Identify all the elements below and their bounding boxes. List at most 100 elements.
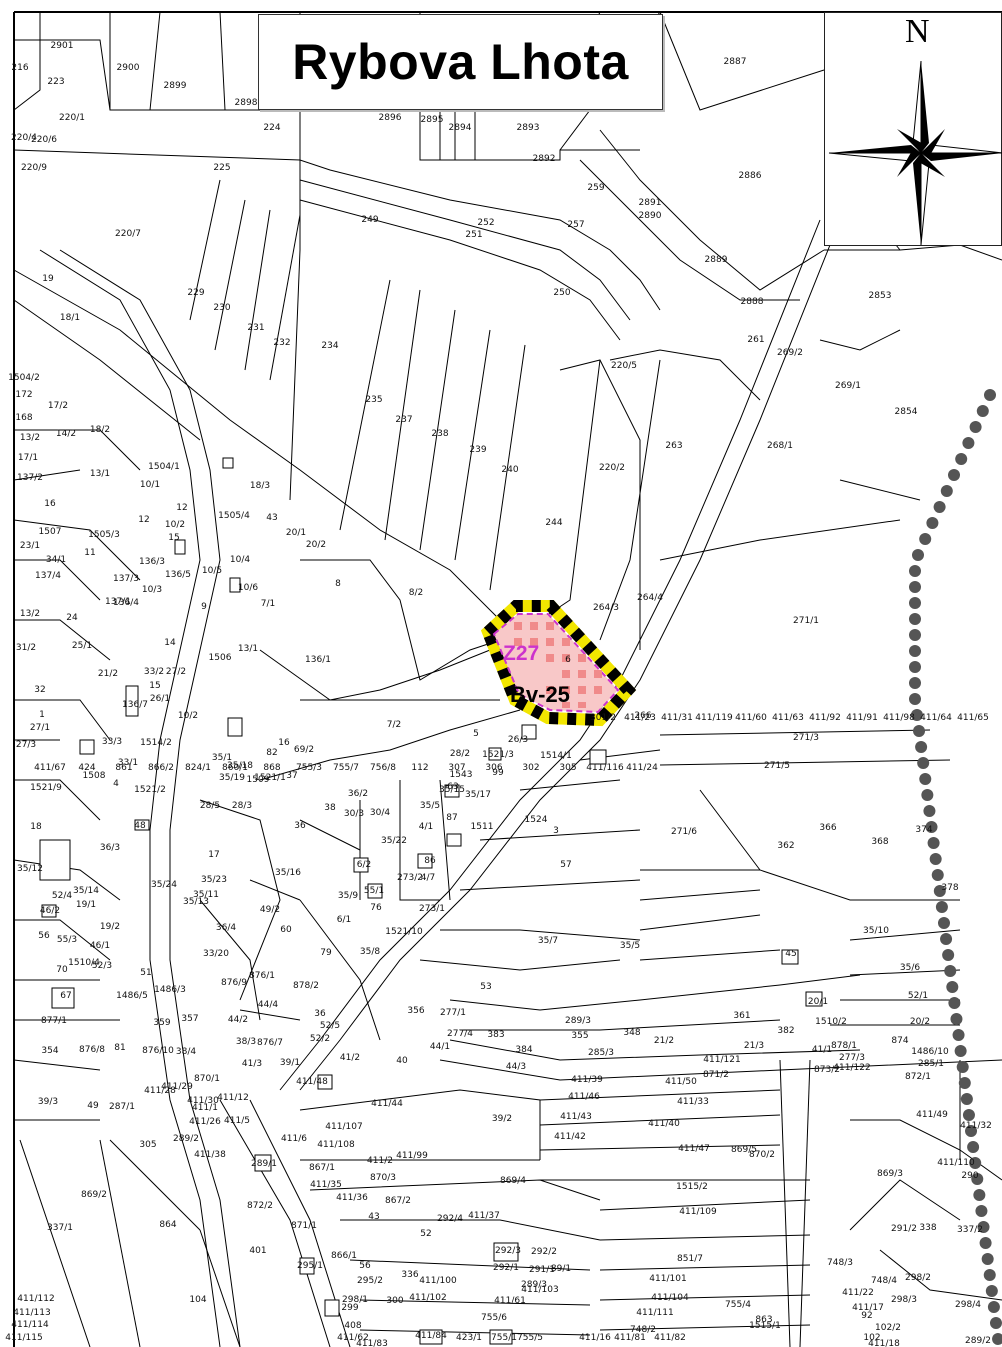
parcel-number-label: 269/2 (777, 348, 803, 358)
parcel-number-label: 306 (485, 763, 502, 773)
parcel-number-label: 48 (134, 821, 146, 831)
parcel-number-label: 6/2 (357, 860, 371, 870)
parcel-number-label: 277/3 (839, 1053, 865, 1063)
parcel-number-label: 3 (553, 826, 559, 836)
parcel-number-label: 2892 (533, 154, 556, 164)
parcel-number-label: 411/108 (317, 1140, 355, 1150)
parcel-number-label: 874 (891, 1036, 908, 1046)
parcel-number-label: 824/1 (185, 763, 211, 773)
parcel-number-label: 35/7 (538, 936, 558, 946)
parcel-number-label: 10/2 (165, 520, 185, 530)
parcel-number-label: 870/1 (194, 1074, 220, 1084)
parcel-number-label: 411/84 (415, 1331, 447, 1341)
boundary-dot (925, 821, 938, 833)
parcel-number-label: 52/4 (52, 891, 72, 901)
parcel-number-label: 411/38 (194, 1150, 226, 1160)
parcel-number-label: 301/2 (590, 713, 616, 723)
parcel-number-label: 26/3 (508, 735, 528, 745)
parcel-number-label: 102 (863, 1333, 880, 1343)
parcel-number-label: 137/4 (35, 571, 61, 581)
parcel-number-label: 292/3 (495, 1246, 521, 1256)
parcel-number-label: 338 (919, 1223, 936, 1233)
parcel-number-label: 411/98 (883, 713, 915, 723)
parcel-number-label: 411/60 (735, 713, 767, 723)
parcel-number-label: 37 (286, 771, 297, 781)
boundary-dot (909, 597, 921, 609)
parcel-number-label: 33/20 (203, 949, 229, 959)
parcel-number-label: 43 (266, 513, 277, 523)
parcel-number-label: 411/12 (217, 1093, 249, 1103)
parcel-number-label: 39/1 (280, 1058, 300, 1068)
parcel-number-label: 36 (294, 821, 306, 831)
parcel-number-label: 14 (164, 638, 176, 648)
parcel-number-label: 229 (187, 288, 204, 298)
parcel-number-label: 411/100 (419, 1276, 457, 1286)
parcel-number-label: 49/2 (260, 905, 280, 915)
boundary-dot (985, 1285, 998, 1297)
parcel-number-label: 411/23 (624, 713, 656, 723)
parcel-number-label: 28/5 (200, 801, 220, 811)
parcel-number-label: 231 (247, 323, 264, 333)
parcel-number-label: 35/12 (17, 864, 43, 874)
parcel-number-label: 52 (420, 1229, 431, 1239)
parcel-number-label: 2900 (117, 63, 140, 73)
parcel-number-label: 411/92 (809, 713, 841, 723)
parcel-number-label: 230 (213, 303, 230, 313)
boundary-dot (975, 1205, 988, 1217)
parcel-number-label: 12 (138, 515, 149, 525)
parcel-number-label: 87 (446, 813, 457, 823)
parcel-number-label: 10/4 (230, 555, 250, 565)
parcel-number-label: 16 (278, 738, 290, 748)
boundary-dot (940, 485, 953, 497)
parcel-number-label: 2894 (449, 123, 472, 133)
parcel-number-label: 411/46 (568, 1092, 600, 1102)
parcel-number-label: 292/4 (437, 1214, 463, 1224)
parcel-number-label: 44/2 (228, 1015, 248, 1025)
parcel-number-label: 4/1 (419, 822, 433, 832)
parcel-number-label: 266 (634, 711, 651, 721)
parcel-number-label: 423/1 (456, 1333, 482, 1343)
boundary-dot (962, 1109, 975, 1121)
parcel-number-label: 755/1 (491, 1333, 517, 1343)
parcel-number-label: 1521/2 (134, 785, 166, 795)
parcel-number-label: 337/2 (957, 1225, 983, 1235)
parcel-number-label: 19/1 (76, 900, 96, 910)
north-arrow-box: N (824, 12, 1002, 246)
parcel-number-label: 411/81 (614, 1333, 646, 1343)
parcel-number-label: 382 (777, 1026, 794, 1036)
parcel-number-label: 67 (60, 991, 71, 1001)
parcel-number-label: 1 (39, 710, 45, 720)
parcel-number-label: 19 (42, 274, 54, 284)
parcel-number-label: 53 (480, 982, 491, 992)
parcel-number-label: 2853 (869, 291, 892, 301)
parcel-number-label: 251 (465, 230, 482, 240)
parcel-number-label: 878/2 (293, 981, 319, 991)
parcel-number-label: 220/6 (31, 135, 57, 145)
parcel-number-label: 411/107 (325, 1122, 362, 1132)
parcel-number-label: 263 (665, 441, 682, 451)
parcel-number-label: 4 (113, 779, 119, 789)
parcel-number-label: 41/2 (340, 1053, 360, 1063)
parcel-number-label: 76 (370, 903, 382, 913)
boundary-dot (956, 1061, 969, 1073)
parcel-number-label: 307 (448, 763, 465, 773)
parcel-number-label: 238 (431, 429, 448, 439)
parcel-number-label: 285/3 (588, 1048, 614, 1058)
parcel-number-label: 21/3 (744, 1041, 764, 1051)
boundary-dot (967, 1141, 980, 1153)
parcel-number-label: 225 (213, 163, 230, 173)
parcel-number-label: 411/122 (833, 1063, 870, 1073)
parcel-number-label: 411/65 (957, 713, 989, 723)
parcel-number-label: 292/1 (493, 1263, 519, 1273)
parcel-number-label: 168 (15, 413, 32, 423)
parcel-number-label: 271/5 (764, 761, 790, 771)
parcel-number-label: 239 (469, 445, 486, 455)
parcel-number-label: 1506 (209, 653, 232, 663)
parcel-number-label: 871/2 (703, 1070, 729, 1080)
parcel-number-label: 411/48 (296, 1077, 328, 1087)
parcel-number-label: 43 (368, 1212, 379, 1222)
parcel-number-label: 264/3 (593, 603, 619, 613)
parcel-number-label: 287/1 (109, 1102, 135, 1112)
parcel-number-label: 55/3 (57, 935, 77, 945)
parcel-number-label: 2893 (517, 123, 540, 133)
